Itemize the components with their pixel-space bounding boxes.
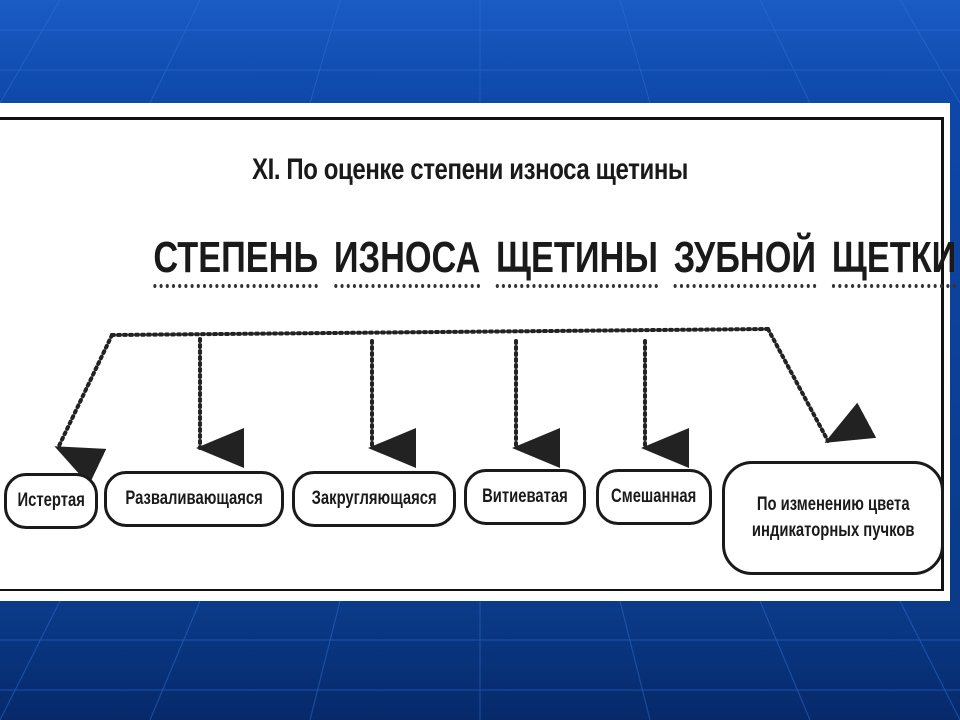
arrow-indikatornye — [766, 327, 877, 443]
title-word: ЩЕТИНЫ — [496, 233, 658, 288]
connector-bar — [110, 327, 770, 337]
title-word: ЗУБНОЙ — [673, 233, 817, 288]
title-word: ИЗНОСА — [333, 233, 481, 288]
category-label: Витиеватая — [482, 486, 568, 508]
category-label: По изменению цвета индикаторных пучков — [752, 492, 915, 543]
category-vitievataya: Витиеватая — [464, 469, 586, 525]
title-word: СТЕПЕНЬ — [153, 233, 319, 288]
category-label: Истертая — [17, 490, 85, 512]
category-label: Разваливающаяся — [125, 488, 263, 510]
category-label-line2: индикаторных пучков — [751, 520, 915, 541]
diagram-subtitle: XI. По оценке степени износа щетины — [251, 153, 689, 186]
category-smeshannaya: Смешанная — [596, 469, 712, 525]
category-zakruglyayushchayasya: Закругляющаяся — [292, 471, 456, 527]
category-label-line1: По изменению цвета — [756, 494, 910, 516]
category-istertaya: Истертая — [4, 473, 98, 529]
diagram-frame — [0, 117, 944, 591]
diagram-card: XI. По оценке степени износа щетины СТЕП… — [0, 103, 957, 601]
category-indikatornye-puchki: По изменению цвета индикаторных пучков — [722, 461, 944, 575]
category-razvalivayushchayasya: Разваливающаяся — [104, 471, 284, 527]
arrow-istertaya — [54, 333, 114, 486]
title-word: ЩЕТКИ — [831, 233, 957, 288]
category-label: Смешанная — [611, 486, 697, 508]
diagram-title: СТЕПЕНЬ ИЗНОСА ЩЕТИНЫ ЗУБНОЙ ЩЕТКИ — [150, 233, 957, 288]
category-label: Закругляющаяся — [311, 488, 437, 510]
connector-arrows — [54, 327, 877, 486]
